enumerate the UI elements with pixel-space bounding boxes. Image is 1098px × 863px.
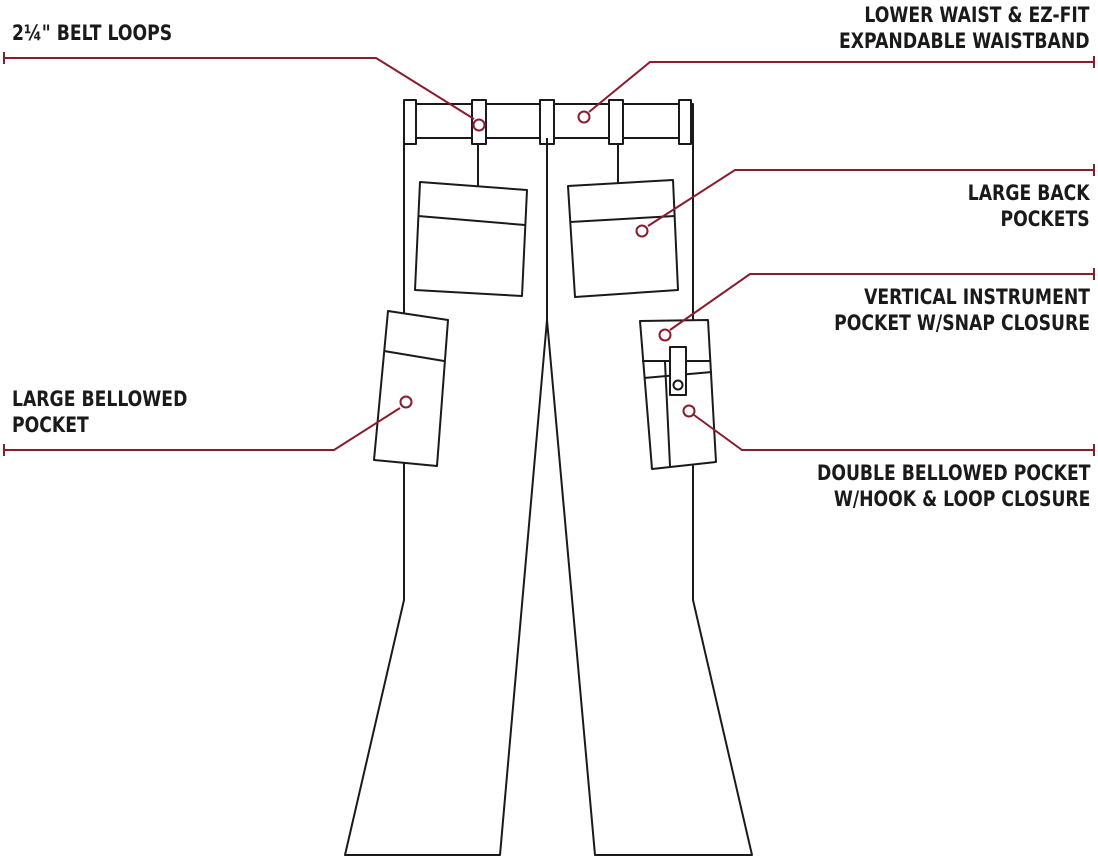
callout-waistband-line2: EXPANDABLE WAISTBAND: [839, 29, 1090, 53]
marker-bellowed-pocket: [399, 395, 413, 409]
left-bellowed-pocket: [373, 310, 449, 467]
right-back-pocket: [567, 179, 679, 298]
callout-double-bellowed-pocket-line1: DOUBLE BELLOWED POCKET: [816, 461, 1090, 485]
callout-back-pockets-line1: LARGE BACK: [968, 181, 1090, 205]
callout-instrument-pocket-line2: POCKET W/SNAP CLOSURE: [834, 311, 1090, 335]
belt-loop-3: [539, 99, 555, 145]
leader-instrument-pocket: [669, 273, 1094, 331]
callout-belt-loops: 2¼" BELT LOOPS: [12, 20, 172, 46]
marker-belt-loops: [472, 118, 486, 132]
belt-loop-4: [608, 99, 624, 145]
leader-double-bellowed-pocket: [693, 414, 1094, 451]
leader-lines: [3, 52, 1095, 456]
callout-waistband: LOWER WAIST & EZ-FIT EXPANDABLE WAISTBAN…: [839, 2, 1090, 54]
marker-instrument-pocket: [658, 328, 672, 342]
callout-bellowed-pocket: LARGE BELLOWED POCKET: [12, 386, 187, 438]
belt-loop-1: [403, 99, 417, 145]
marker-double-bellowed-pocket: [682, 404, 696, 418]
left-leg: [344, 138, 548, 856]
leader-bellowed-pocket: [4, 407, 401, 451]
callout-back-pockets: LARGE BACK POCKETS: [968, 180, 1090, 232]
left-back-pocket: [414, 181, 528, 297]
callout-bellowed-pocket-line1: LARGE BELLOWED: [12, 387, 188, 411]
callout-instrument-pocket: VERTICAL INSTRUMENT POCKET W/SNAP CLOSUR…: [834, 284, 1090, 336]
pants-outline: [344, 99, 753, 856]
callout-double-bellowed-pocket-line2: W/HOOK & LOOP CLOSURE: [833, 487, 1090, 511]
callout-instrument-pocket-line1: VERTICAL INSTRUMENT: [864, 285, 1090, 309]
callout-belt-loops-line1: 2¼" BELT LOOPS: [12, 21, 173, 45]
belt-loop-5: [678, 99, 692, 145]
leader-waistband: [588, 61, 1094, 113]
callout-waistband-line1: LOWER WAIST & EZ-FIT: [864, 3, 1090, 27]
callout-double-bellowed-pocket: DOUBLE BELLOWED POCKET W/HOOK & LOOP CLO…: [817, 460, 1090, 512]
callout-bellowed-pocket-line2: POCKET: [12, 413, 89, 437]
callout-back-pockets-line2: POCKETS: [1000, 207, 1090, 231]
marker-waistband: [577, 110, 591, 124]
marker-back-pockets: [635, 224, 649, 238]
leader-back-pockets: [647, 169, 1094, 227]
leader-belt-loops: [4, 57, 475, 120]
